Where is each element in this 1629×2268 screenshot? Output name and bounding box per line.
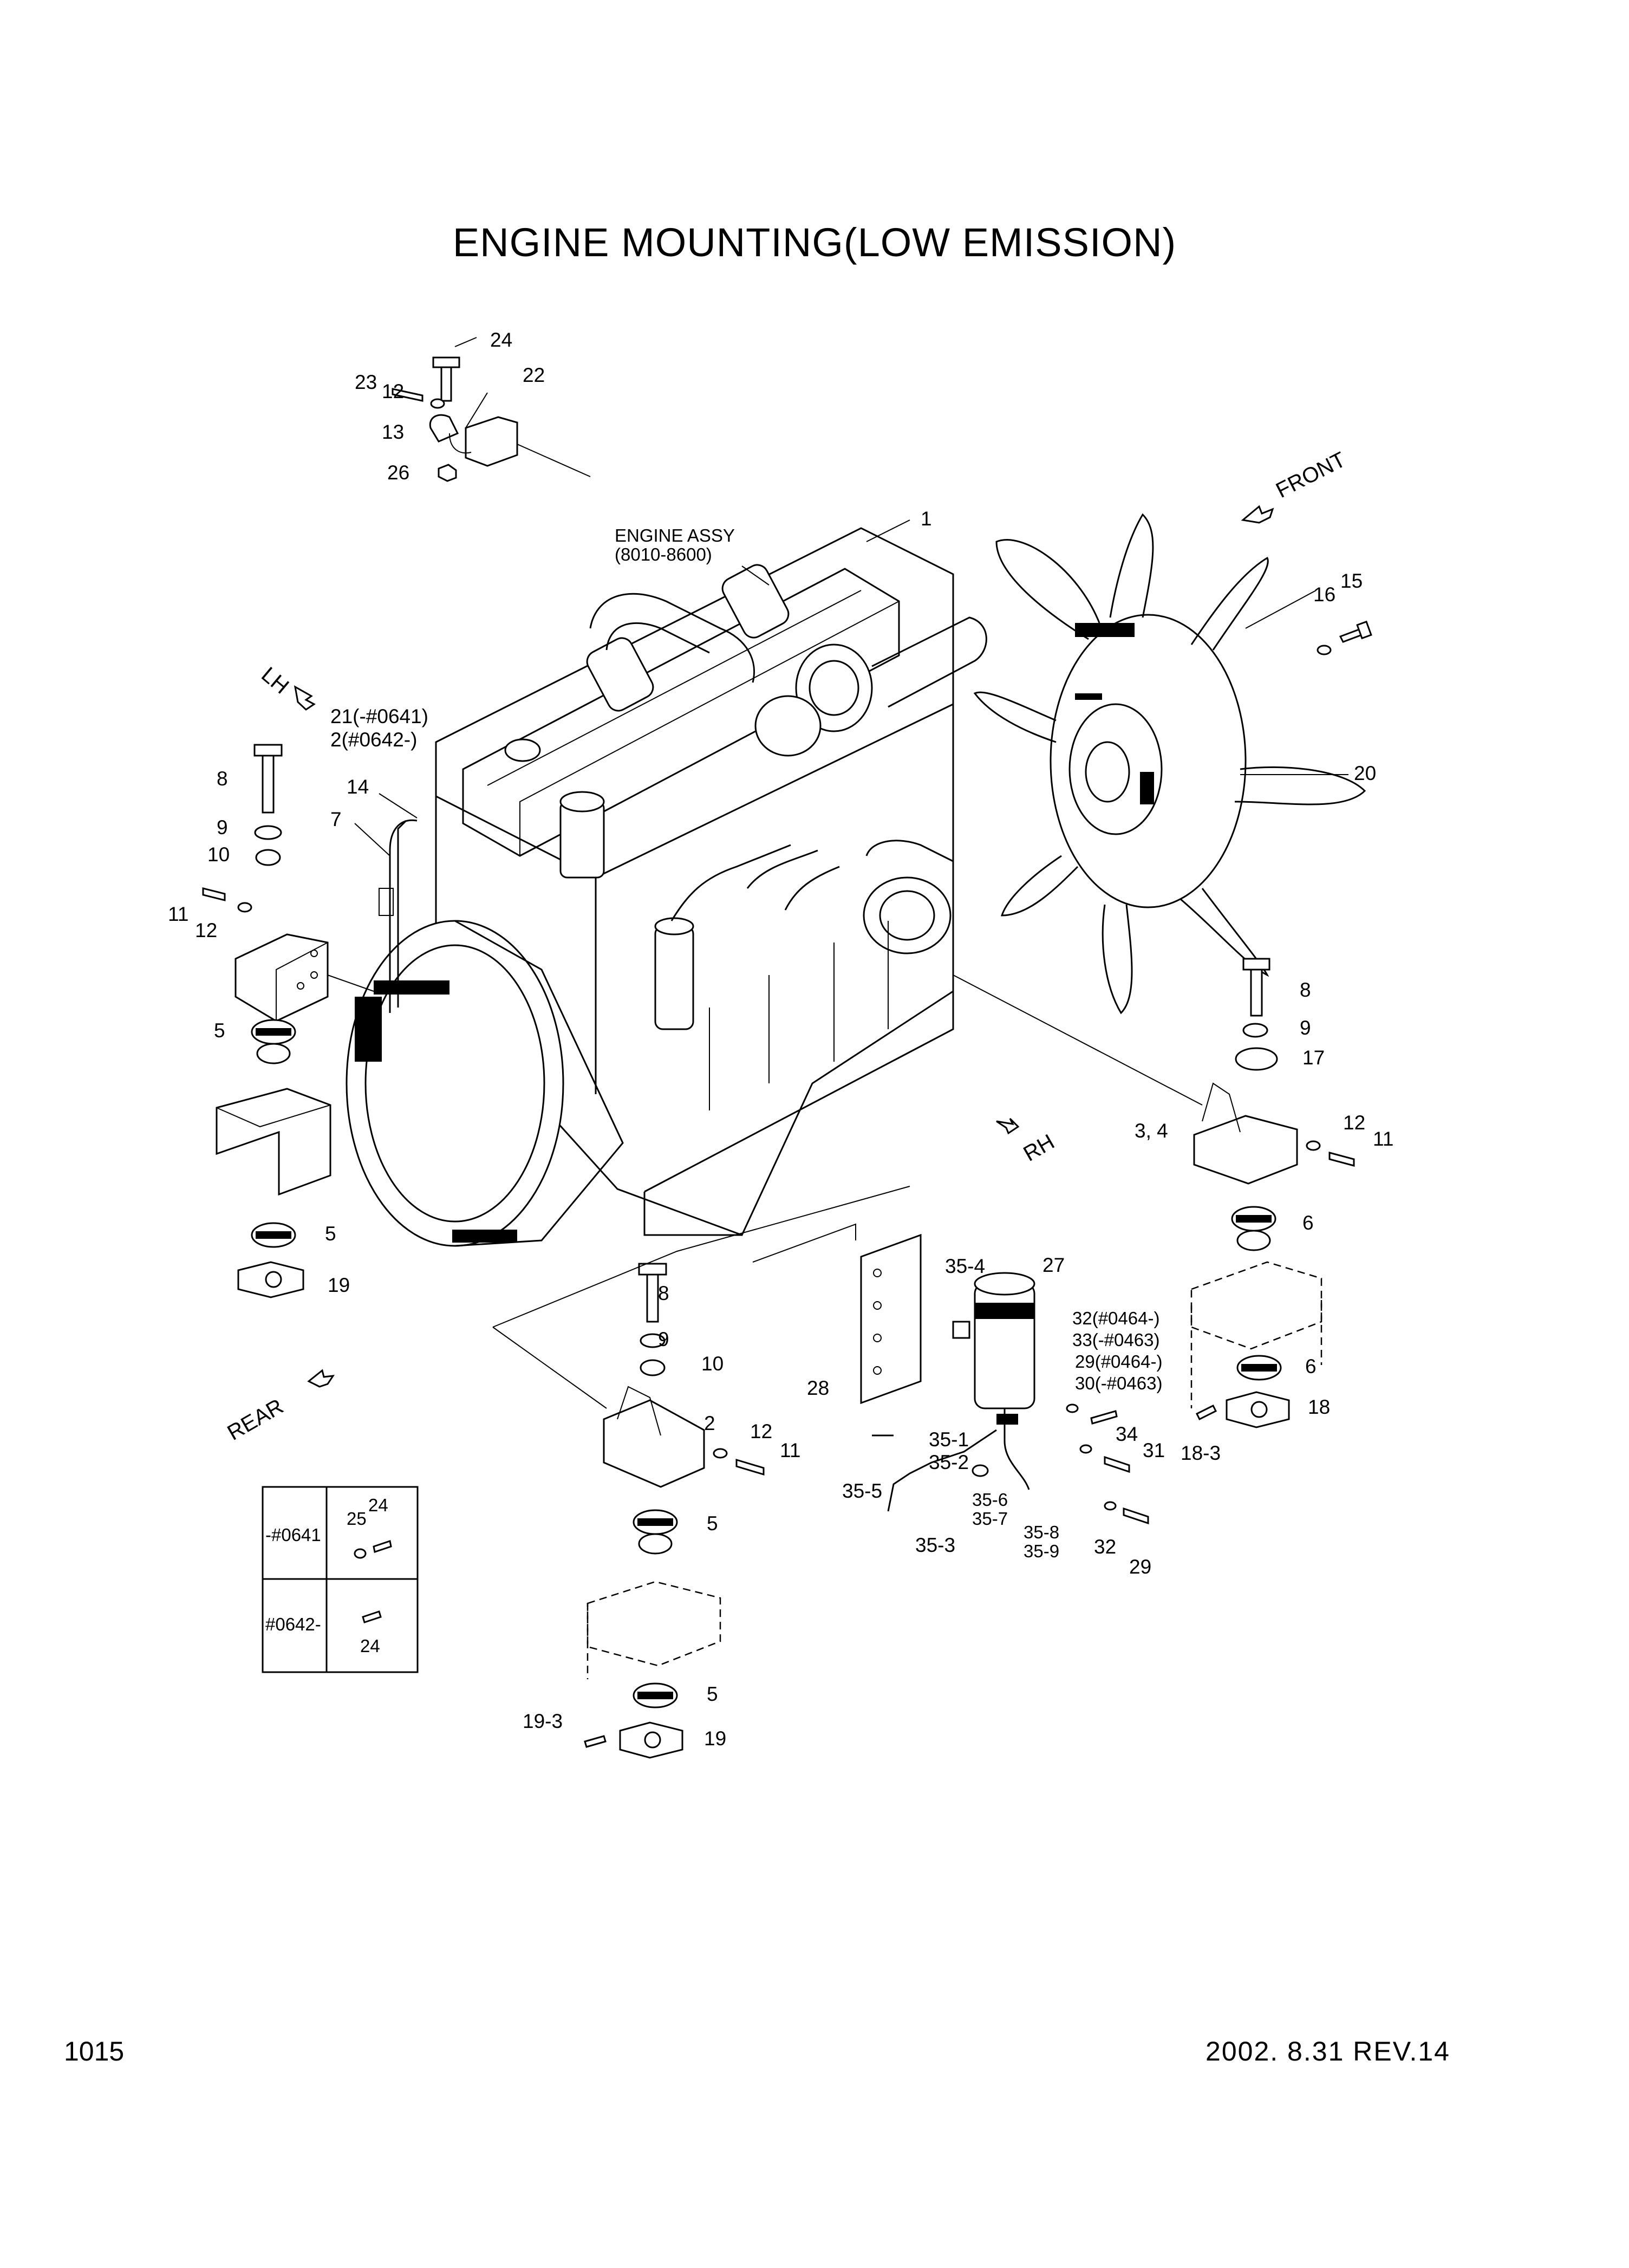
callout-35-9: 35-9 (1024, 1541, 1059, 1561)
callout-7: 7 (330, 808, 342, 830)
callout-23: 23 (355, 371, 377, 393)
callout-18-3: 18-3 (1181, 1442, 1221, 1464)
breather-pipe (389, 819, 418, 1013)
callout-11c: 11 (780, 1439, 800, 1461)
callout-35-4: 35-4 (945, 1255, 985, 1277)
callout-9b: 9 (1300, 1017, 1311, 1039)
lh-arrow-icon (294, 685, 316, 711)
callout-1: 1 (921, 508, 932, 530)
revision-date: 2002. 8.31 REV.14 (1206, 2036, 1450, 2066)
callout-12d: 12 (750, 1420, 772, 1442)
callout-32-range: 32(#0464-) (1072, 1308, 1159, 1328)
front-arrow-icon (1241, 505, 1274, 524)
callout-5c: 5 (707, 1512, 718, 1535)
variant-row2-label: #0642- (265, 1614, 321, 1634)
variant-row1-part-b: 24 (368, 1495, 388, 1515)
front-label: FRONT (1272, 447, 1350, 503)
callout-19: 19 (328, 1274, 350, 1296)
callout-29: 29 (1129, 1556, 1151, 1578)
callout-35-1: 35-1 (929, 1428, 969, 1451)
callout-35-8: 35-8 (1024, 1522, 1059, 1542)
callout-32: 32 (1094, 1536, 1116, 1558)
variant-table (262, 1486, 419, 1673)
callout-35-3: 35-3 (915, 1534, 955, 1556)
callout-34: 34 (1116, 1423, 1138, 1445)
callout-21: 21(-#0641) (330, 705, 428, 727)
top-bracket-group (392, 356, 591, 482)
callout-5b: 5 (325, 1223, 336, 1245)
page-title: ENGINE MOUNTING(LOW EMISSION) (452, 220, 1177, 265)
fan-bolt-group (1317, 620, 1372, 655)
callout-10b: 10 (701, 1353, 724, 1375)
variant-row1-label: -#0641 (265, 1525, 321, 1545)
callout-24: 24 (490, 329, 512, 351)
rear-label: REAR (224, 1394, 288, 1445)
variant-row1-part-a: 25 (347, 1509, 367, 1529)
callout-30-range: 30(-#0463) (1075, 1373, 1162, 1393)
callout-35-7: 35-7 (972, 1509, 1008, 1529)
callout-18: 18 (1308, 1396, 1330, 1418)
rh-label: RH (1020, 1130, 1059, 1166)
callout-8c: 8 (658, 1282, 669, 1304)
variant-row2-part: 24 (360, 1636, 380, 1656)
callout-8b: 8 (1300, 979, 1311, 1001)
callout-10: 10 (207, 843, 230, 866)
callout-31: 31 (1143, 1439, 1165, 1461)
callout-35-2: 35-2 (929, 1451, 969, 1473)
callout-28: 28 (807, 1377, 829, 1399)
center-mount-stack (492, 1186, 910, 1759)
rh-arrow-icon (996, 1117, 1020, 1135)
callout-5: 5 (214, 1019, 225, 1042)
callout-15: 15 (1340, 570, 1363, 592)
callout-3-4: 3, 4 (1135, 1120, 1168, 1142)
callout-35-5: 35-5 (842, 1480, 882, 1502)
callout-2: 2 (704, 1412, 715, 1434)
fuel-filter-group (752, 1223, 1149, 1525)
rh-mount-stack (953, 958, 1355, 1428)
callout-22: 22 (523, 364, 545, 386)
callout-6: 6 (1302, 1212, 1314, 1234)
callout-33-range: 33(-#0463) (1072, 1330, 1159, 1350)
flywheel-housing (346, 920, 624, 1247)
engine-assy-range: (8010-8600) (615, 544, 712, 564)
callout-16: 16 (1313, 583, 1335, 606)
callout-11: 11 (168, 903, 188, 925)
callout-2-variant: 2(#0642-) (330, 729, 417, 751)
callout-27: 27 (1042, 1254, 1065, 1276)
callout-12: 12 (382, 380, 404, 402)
lh-mount-stack (202, 744, 374, 1298)
callout-9c: 9 (658, 1328, 669, 1350)
callout-9: 9 (217, 816, 228, 839)
callout-26: 26 (387, 462, 409, 484)
callout-5d: 5 (707, 1683, 718, 1705)
callout-35-6: 35-6 (972, 1490, 1008, 1510)
callout-20: 20 (1354, 762, 1376, 784)
lh-label: LH (257, 662, 293, 699)
callout-12c: 12 (1343, 1112, 1365, 1134)
callout-12b: 12 (195, 919, 217, 941)
callout-8: 8 (217, 768, 228, 790)
rear-arrow-icon (307, 1369, 335, 1388)
engine-assy-label: ENGINE ASSY (615, 525, 735, 545)
callout-14: 14 (347, 776, 369, 798)
callout-19-3: 19-3 (523, 1710, 563, 1732)
callout-29-range: 29(#0464-) (1075, 1351, 1162, 1372)
page-number: 1015 (64, 2036, 125, 2066)
callout-6b: 6 (1305, 1355, 1317, 1377)
callout-17: 17 (1302, 1047, 1325, 1069)
callout-13: 13 (382, 421, 404, 443)
leader-lines (354, 337, 1348, 856)
engine-assembly (435, 527, 987, 1236)
cooling-fan (973, 513, 1366, 1015)
callout-11b: 11 (1373, 1128, 1393, 1150)
callout-19b: 19 (704, 1727, 726, 1750)
